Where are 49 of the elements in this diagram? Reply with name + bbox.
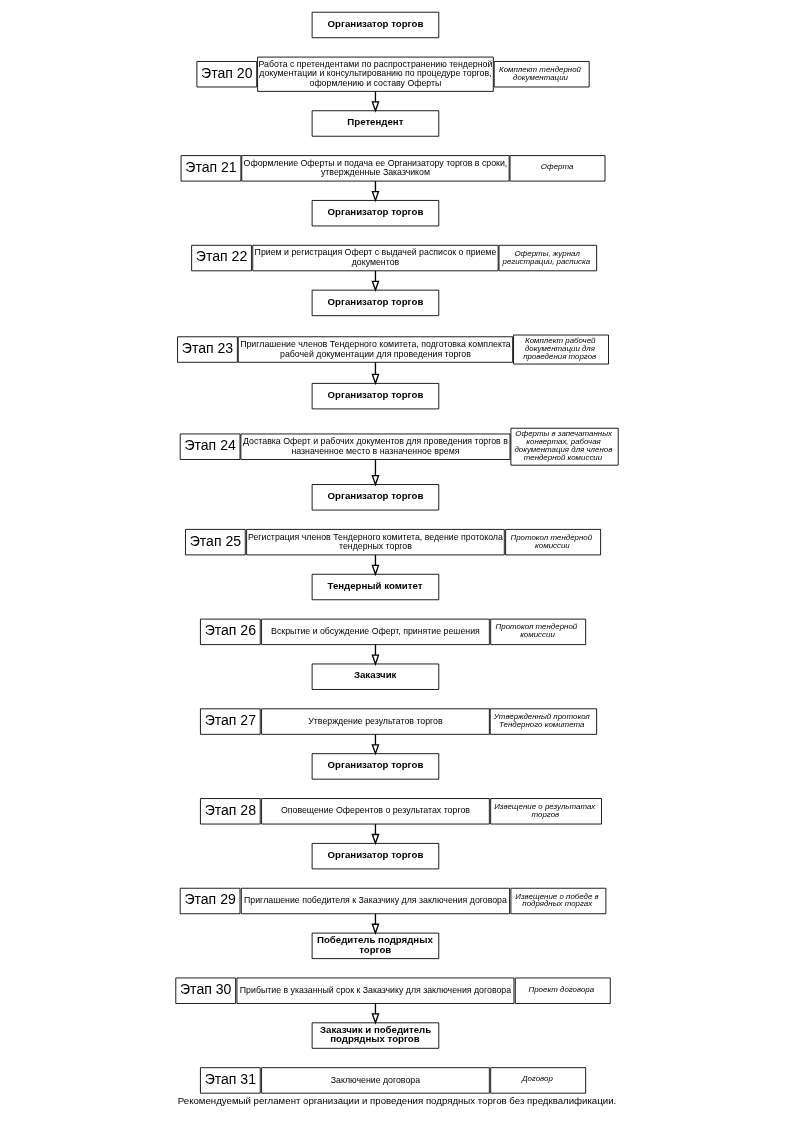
node-box: Тендерный комитет [311, 573, 440, 601]
node-box: Оферты, журнал регистрации, расписка [498, 244, 598, 272]
node-box: Этап 26 [200, 618, 261, 646]
node-box: Этап 27 [200, 708, 261, 735]
node-box: Организатор торгов [311, 200, 440, 227]
node-box: Организатор торгов [311, 753, 440, 780]
node-box: Организатор торгов [311, 382, 440, 410]
node-box: Заказчик и победитель подрядных торгов [311, 1022, 440, 1049]
node-box: Работа с претендентами по распространению тендерной документации и консультированию по процедуре торгов, оформлению и составу Оферты [257, 56, 494, 92]
node-box: Вскрытие и обсуждение Оферт, принятие решения [261, 618, 490, 646]
node-box: Оферты в запечатанных конвертах, рабочая документация для членов тендерной комиссии [510, 427, 619, 466]
node-box: Приглашение членов Тендерного комитета, подготовка комплекта рабочей документации для проведения торгов [237, 336, 514, 363]
node-box: Этап 25 [185, 528, 246, 556]
node-box: Претендент [311, 110, 440, 137]
node-box: Извещение о победе в подрядных торгах [510, 887, 607, 915]
node-box: Этап 28 [200, 798, 261, 825]
node-box: Регистрация членов Тендерного комитета, ведение протокола тендерных торгов [246, 528, 505, 556]
node-box: Организатор торгов [311, 842, 440, 870]
caption: Рекомендуемый регламент организации и проведения подрядных торгов без предквалификации. [177, 1095, 617, 1107]
node-box: Этап 29 [179, 887, 241, 915]
node-box: Комплект тендерной документации [493, 61, 590, 88]
node-box: Этап 22 [191, 244, 252, 272]
node-box: Оформление Оферты и подача ее Организатору торгов в сроки, утвержденные Заказчиком [241, 155, 510, 182]
node-box: Этап 30 [175, 977, 237, 1004]
node-box: Доставка Оферт и рабочих документов для проведения торгов в назначенное место в назначенное время [240, 433, 511, 460]
node-box: Прием и регистрация Оферт с выдачей расписок о приеме документов [252, 244, 499, 272]
node-box: Победитель подрядных торгов [311, 932, 440, 960]
node-box: Этап 23 [177, 336, 238, 363]
node-box: Протокол тендерной комиссии [490, 618, 587, 646]
node-box: Заключение договора [261, 1067, 490, 1094]
node-box: Проект договора [514, 977, 611, 1004]
node-box: Договор [490, 1067, 587, 1094]
node-box: Утверждение результатов торгов [261, 708, 490, 735]
node-box: Оферта [509, 155, 606, 182]
node-box: Этап 20 [196, 61, 258, 88]
node-box: Извещение о результатах торгов [490, 798, 602, 825]
node-box: Этап 24 [179, 433, 241, 460]
node-box: Утвержденный протокол Тендерного комитета [489, 708, 598, 735]
node-box: Протокол тендерной комиссии [505, 528, 602, 556]
node-box: Этап 31 [200, 1067, 261, 1094]
node-box: Этап 21 [180, 155, 242, 182]
node-box: Оповещение Оферентов о результатах торгов [261, 798, 490, 825]
node-box: Заказчик [311, 663, 440, 690]
node-box: Организатор торгов [311, 11, 440, 39]
node-box: Организатор торгов [311, 484, 440, 511]
node-box: Организатор торгов [311, 289, 440, 317]
node-box: Приглашение победителя к Заказчику для заключения договора [240, 887, 510, 915]
node-box: Комплект рабочей документации для проведения торгов [513, 334, 609, 365]
node-box: Прибытие в указанный срок к Заказчику для заключения договора [236, 977, 515, 1004]
